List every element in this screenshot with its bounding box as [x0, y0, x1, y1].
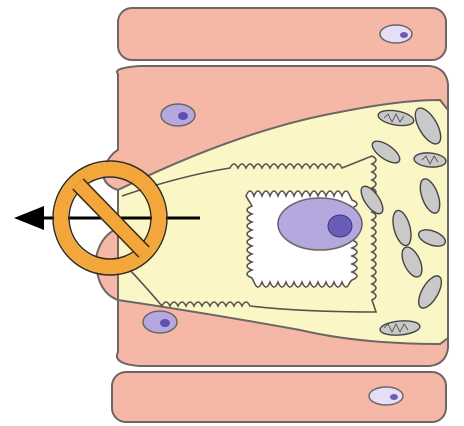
- top-epithelial-cell: [118, 8, 446, 60]
- nucleolus: [328, 215, 352, 237]
- middle-cell-nucleus-lower: [143, 311, 177, 333]
- bottom-cell-nucleus: [369, 387, 403, 405]
- bottom-epithelial-cell: [112, 372, 446, 422]
- middle-cell-nucleus-upper: [161, 104, 195, 126]
